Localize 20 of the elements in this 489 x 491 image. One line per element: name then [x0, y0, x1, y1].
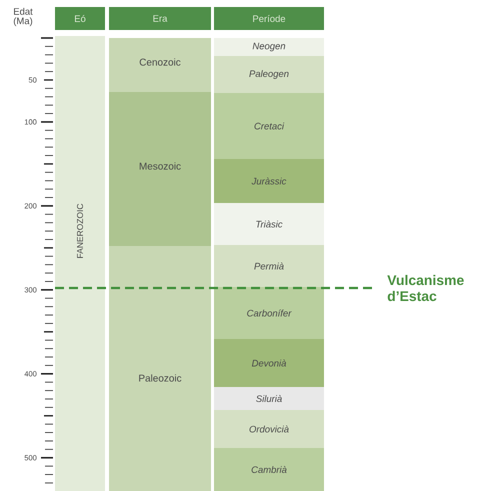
period-band: Permià	[214, 245, 324, 287]
period-band: Cretaci	[214, 93, 324, 159]
era-band: Mesozoic	[109, 92, 211, 246]
era-band: Cenozoic	[109, 38, 211, 92]
period-band: Silurià	[214, 387, 324, 410]
column-header: Eó	[55, 7, 105, 30]
period-band: Cambrià	[214, 448, 324, 491]
era-band: Paleozoic	[109, 246, 211, 491]
period-band: Triàsic	[214, 203, 324, 245]
column-header: Període	[214, 7, 324, 30]
period-band: Juràssic	[214, 159, 324, 203]
event-label: Vulcanisme d’Estac	[387, 274, 464, 302]
eon-band: FANEROZOIC	[55, 36, 105, 491]
column-header: Era	[109, 7, 211, 30]
period-band: Ordovicià	[214, 410, 324, 448]
period-band: Carbonífer	[214, 287, 324, 339]
period-band: Devonià	[214, 339, 324, 387]
period-band: Neogen	[214, 38, 324, 56]
axis-title: Edat (Ma)	[14, 8, 33, 26]
period-band: Paleogen	[214, 56, 324, 93]
